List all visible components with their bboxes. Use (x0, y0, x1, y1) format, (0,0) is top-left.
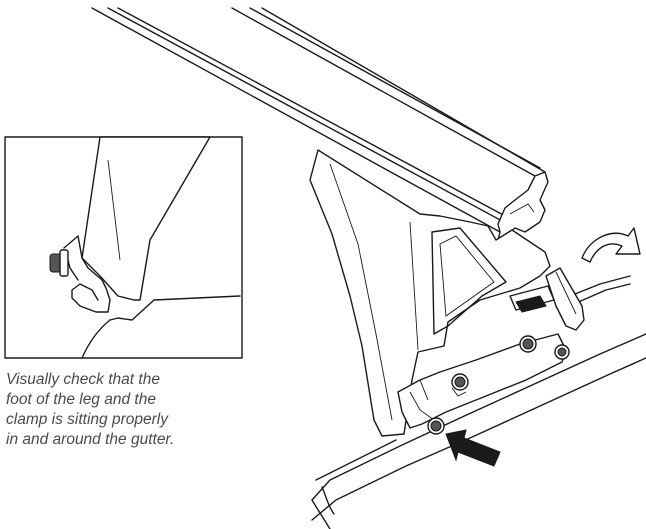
inset-bolt (49, 249, 69, 277)
leg-window (431, 227, 507, 335)
push-arrow-icon (445, 429, 501, 467)
roof-bar-end (497, 171, 549, 241)
main-illustration (91, 7, 646, 529)
inset-roof-line (81, 319, 111, 359)
instruction-caption: Visually check that the foot of the leg … (6, 370, 240, 450)
curved-arrow-icon (581, 227, 641, 263)
inset-leg (81, 136, 211, 301)
clamp-plate (397, 333, 567, 429)
caption-line-2: foot of the leg and the (6, 391, 156, 408)
caption-line-4: in and around the gutter. (6, 431, 175, 448)
bolt-rear (519, 335, 570, 360)
inset-detail (4, 136, 243, 359)
inset-clamp (63, 235, 111, 313)
roof-bar (91, 7, 549, 241)
inset-gutter (109, 295, 241, 321)
bolt-middle (451, 373, 469, 397)
leg (309, 149, 551, 437)
bolt-front (427, 417, 445, 435)
caption-line-1: Visually check that the (6, 371, 160, 388)
caption-line-3: clamp is sitting properly (6, 411, 168, 428)
tension-lever (509, 267, 585, 331)
